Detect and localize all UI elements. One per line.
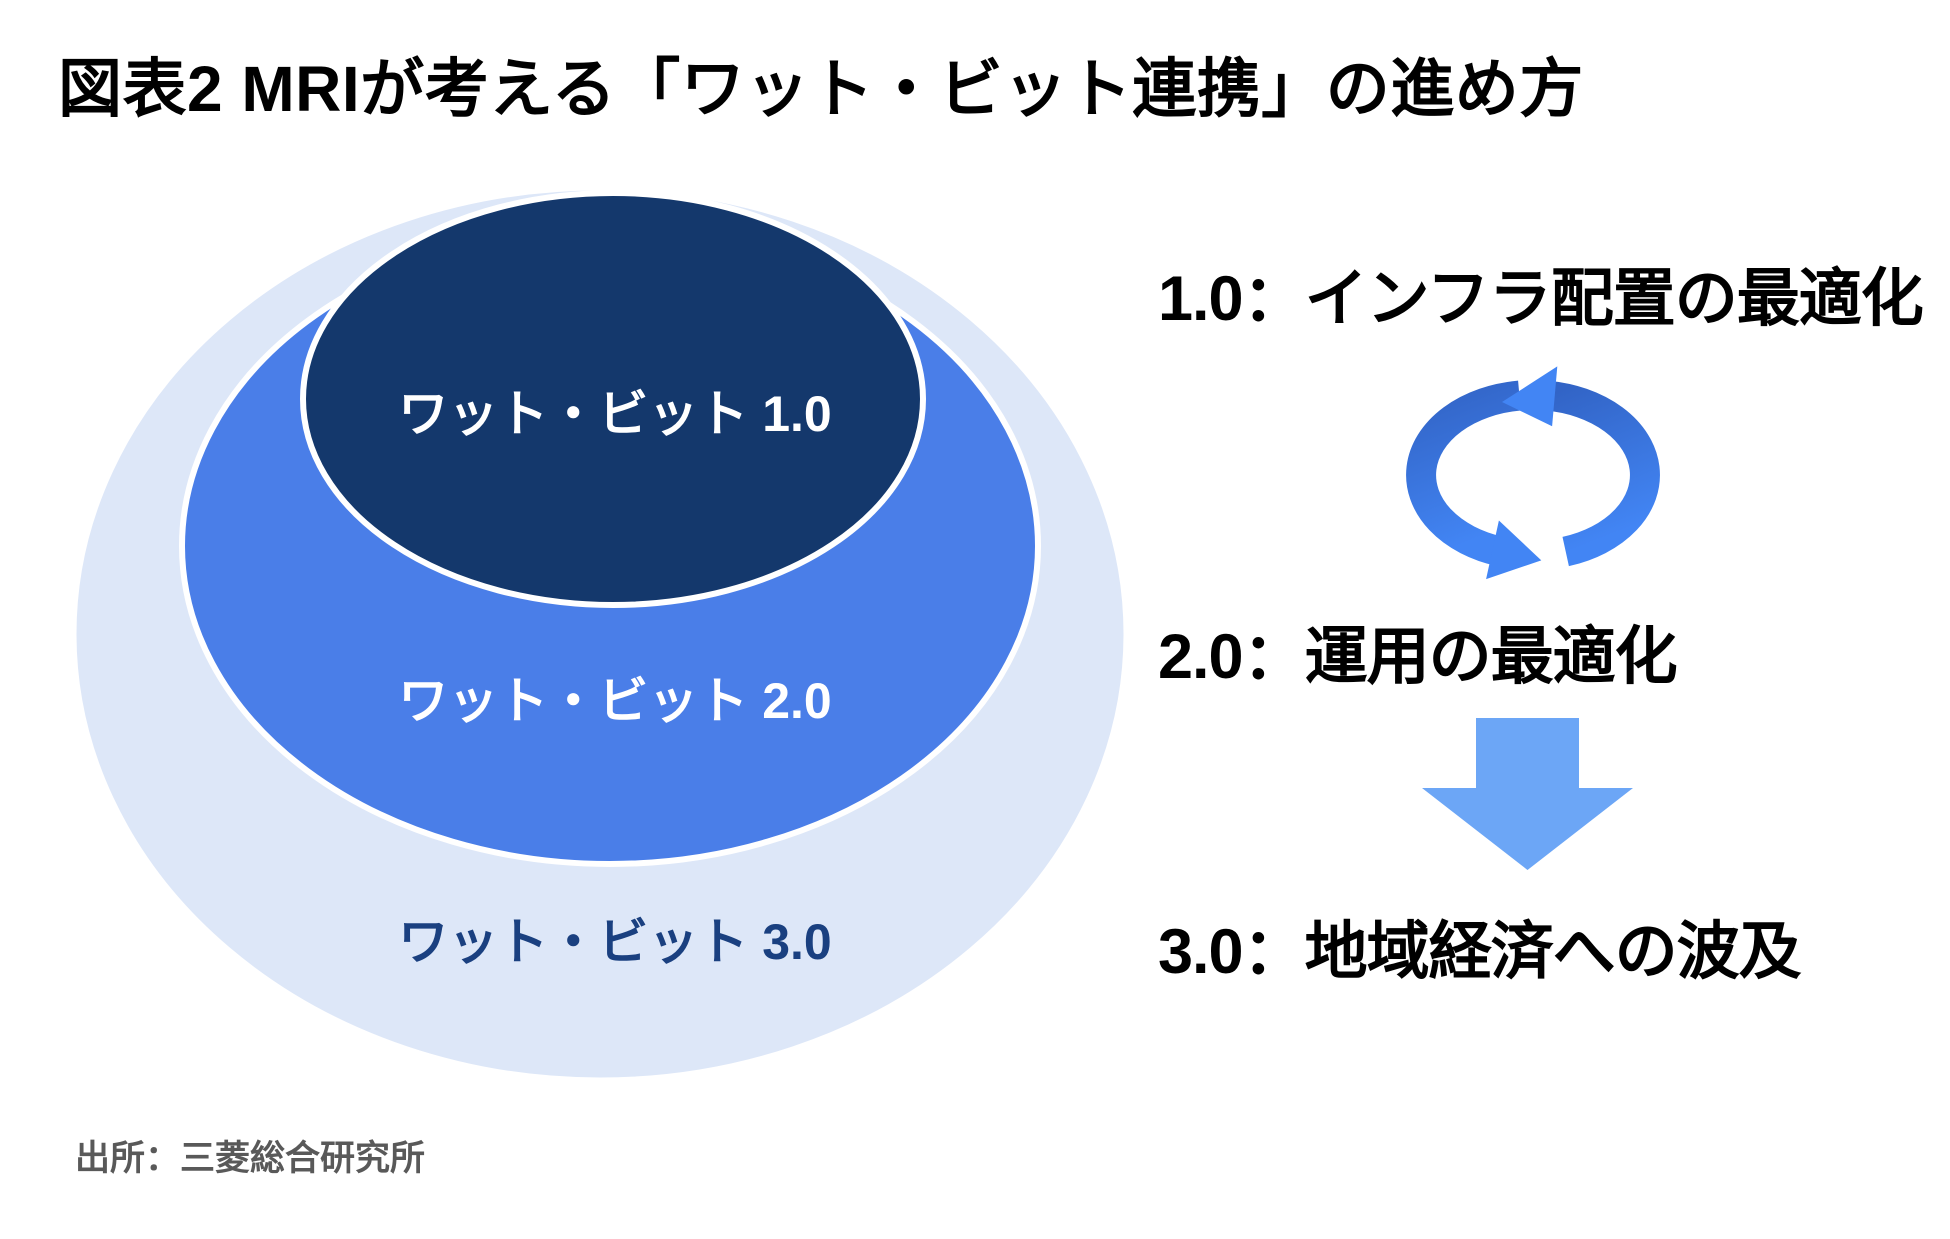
legend-item-3.0: 3.0：地域経済への波及: [1158, 917, 1802, 987]
cycle-left-arrowhead: [1486, 520, 1542, 580]
cycle-right-arc: [1545, 380, 1660, 567]
venn-ellipse-1.0: [300, 190, 926, 608]
legend-item-1.0: 1.0：インフラ配置の最適化: [1158, 264, 1924, 334]
nested-ellipse-diagram: [73, 187, 1127, 1081]
cycle-arrows-icon: [1406, 366, 1660, 580]
venn-label-2.0: ワット・ビット 2.0: [398, 673, 832, 729]
figure-title: 図表2 MRIが考える「ワット・ビット連携」の進め方: [58, 53, 1584, 125]
venn-label-3.0: ワット・ビット 3.0: [398, 914, 832, 970]
legend-item-2.0: 2.0：運用の最適化: [1158, 622, 1678, 692]
down-arrow-icon: [1422, 718, 1633, 870]
cycle-left-arc: [1406, 380, 1521, 567]
cycle-right-arrowhead: [1502, 366, 1558, 427]
venn-label-1.0: ワット・ビット 1.0: [398, 386, 832, 442]
source-note: 出所：三菱総合研究所: [75, 1139, 426, 1178]
down-arrow-shape: [1422, 718, 1633, 870]
